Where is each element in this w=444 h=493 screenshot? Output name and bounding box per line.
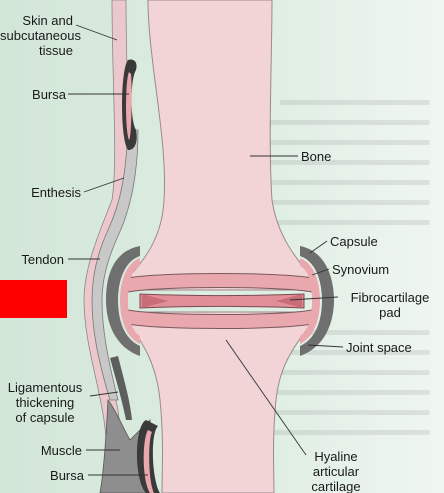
label-bursa-top: Bursa [32,87,66,102]
redaction-box [0,280,67,318]
leader-synovium [311,268,330,276]
label-enthesis: Enthesis [31,185,81,200]
ligamentous-thickening [110,356,132,420]
synovium-left [120,258,140,344]
fibrocartilage-inner-left [142,294,168,308]
bursa-bottom-inner [143,430,154,493]
background-text-texture [250,0,444,493]
label-synovium: Synovium [332,262,390,277]
label-bone: Bone [301,149,332,164]
tendon [91,129,139,401]
leader-capsule [309,240,328,254]
leader-fibro [289,296,339,301]
label-skin: Skin and subcutaneous tissue [0,13,81,58]
bone-upper [127,0,313,291]
label-tendon: Tendon [21,252,64,267]
label-fibrocartilage: Fibrocartilage pad [350,290,430,320]
label-joint-space: Joint space [346,340,412,355]
leader-joint-space [307,344,344,348]
fibrocartilage-pad [139,293,305,309]
bursa-top-inner [126,72,132,140]
label-muscle: Muscle [40,443,82,458]
leader-hyaline [225,339,307,456]
leader-skin [75,24,118,41]
label-capsule: Capsule [330,234,378,249]
joint-capsule-left [106,246,140,356]
leader-ligamentous [89,391,119,397]
label-hyaline: Hyaline articular cartilage [311,449,361,493]
synovium-right [300,258,320,344]
bone-lower [127,311,313,493]
label-ligamentous: Ligamentous thickening of capsule [7,380,83,425]
joint-capsule-right [300,246,334,356]
label-bursa-bottom: Bursa [50,468,84,483]
fibrocartilage-inner-right [276,294,302,308]
leader-enthesis [83,177,125,193]
